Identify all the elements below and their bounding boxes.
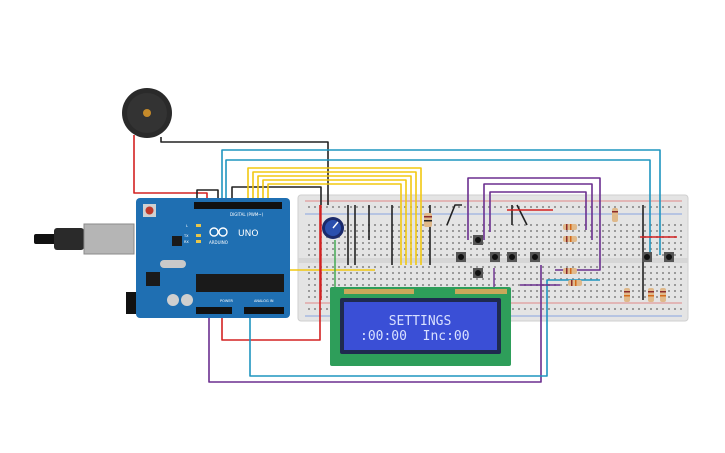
lcd-module[interactable]: SETTINGS :00:00 Inc:00 xyxy=(330,287,511,366)
wire-purple-bottom[interactable] xyxy=(208,265,542,383)
pushbutton-icon[interactable] xyxy=(473,235,483,245)
power-label: POWER xyxy=(220,299,234,303)
wire-buzzer-black[interactable] xyxy=(160,137,329,205)
resistor-icon[interactable] xyxy=(563,224,577,230)
resistor-icon[interactable] xyxy=(563,236,577,242)
resistors xyxy=(424,208,666,302)
wire-yellow-2[interactable] xyxy=(252,171,417,265)
analog-header xyxy=(244,307,284,314)
piezo-buzzer-icon[interactable] xyxy=(122,88,172,138)
resistor-icon[interactable] xyxy=(568,280,582,286)
wire-5v-red[interactable] xyxy=(221,205,321,341)
digital-label: DIGITAL (PWM~) xyxy=(230,212,264,217)
reset-button[interactable] xyxy=(145,206,154,215)
l-label: L xyxy=(186,224,188,228)
resistor-icon[interactable] xyxy=(624,288,630,302)
lcd-screen xyxy=(344,302,497,350)
pushbutton-icon[interactable] xyxy=(664,252,674,262)
arduino-uno-board[interactable]: L TX RX DIGITAL (PWM~) UNO ARDUINO POWER… xyxy=(34,198,290,318)
wire-purple-top-1[interactable] xyxy=(467,177,601,271)
pushbutton-icon[interactable] xyxy=(507,252,517,262)
pushbutton-icon[interactable] xyxy=(490,252,500,262)
wire-yellow-3[interactable] xyxy=(257,175,412,265)
power-header xyxy=(196,307,232,314)
pushbutton-icon[interactable] xyxy=(530,252,540,262)
atmega-chip xyxy=(196,274,284,292)
resistor-icon[interactable] xyxy=(563,268,577,274)
lcd-line-1: SETTINGS xyxy=(389,314,452,329)
wire-yellow-1[interactable] xyxy=(247,167,422,265)
wire-buzzer-red[interactable] xyxy=(133,135,208,205)
usb-port xyxy=(83,223,135,255)
potentiometer-icon[interactable] xyxy=(322,217,344,239)
analog-label: ANALOG IN xyxy=(254,299,274,303)
wire-blue-2[interactable] xyxy=(225,159,651,255)
wire-yellow-4[interactable] xyxy=(262,179,407,265)
rx-label: RX xyxy=(184,240,189,244)
digital-header xyxy=(194,202,282,209)
pushbuttons xyxy=(456,235,674,278)
usb-plug xyxy=(34,234,56,244)
resistor-icon[interactable] xyxy=(660,288,666,302)
pushbutton-icon[interactable] xyxy=(456,252,466,262)
wire-purple-top-2[interactable] xyxy=(483,183,593,240)
wire-blue-1[interactable] xyxy=(221,149,661,255)
resistor-icon[interactable] xyxy=(648,288,654,302)
wire-yellow-5[interactable] xyxy=(267,183,402,265)
resistor-icon[interactable] xyxy=(612,208,618,222)
pushbutton-icon[interactable] xyxy=(473,268,483,278)
uno-label: UNO xyxy=(238,229,258,239)
wire-gnd-black[interactable] xyxy=(196,189,219,205)
resistor-icon[interactable] xyxy=(424,213,432,227)
wire-purple-top-3[interactable] xyxy=(489,191,587,232)
pushbutton-icon[interactable] xyxy=(642,252,652,262)
wire-blue-bottom[interactable] xyxy=(249,279,600,377)
infinity-logo-icon xyxy=(209,227,228,237)
tx-label: TX xyxy=(183,234,189,238)
wire-gnd-black-2[interactable] xyxy=(231,186,322,205)
arduino-brand: ARDUINO xyxy=(209,240,228,245)
lcd-line-2: :00:00 Inc:00 xyxy=(360,329,470,344)
